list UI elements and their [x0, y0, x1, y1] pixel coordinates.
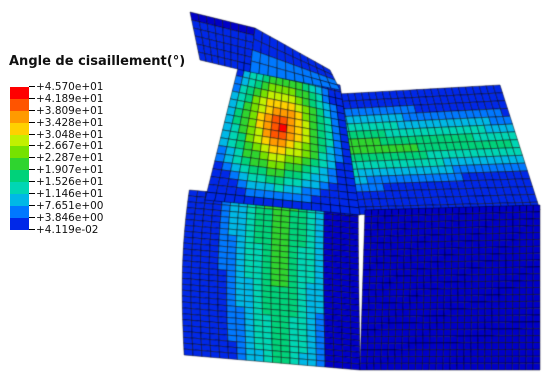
legend-swatch	[10, 98, 29, 111]
legend-label: +4.570e+01	[36, 81, 104, 93]
legend-title: Angle de cisaillement(°)	[9, 54, 186, 69]
legend-tick	[29, 228, 35, 230]
legend-swatch	[10, 110, 29, 123]
legend-tick	[29, 121, 35, 123]
legend-swatch	[10, 87, 29, 99]
legend-swatch	[10, 146, 29, 159]
legend-label: +3.048e+01	[36, 128, 104, 141]
legend-label: +2.667e+01	[36, 140, 104, 153]
legend-swatch	[10, 194, 29, 206]
legend-tick	[29, 109, 35, 111]
legend-swatch	[10, 134, 29, 147]
legend-tick	[29, 216, 35, 218]
legend-label: +3.846e+00	[36, 211, 104, 224]
legend-label: +4.119e-02	[36, 223, 99, 236]
legend-tick	[29, 97, 35, 99]
legend-tick	[29, 204, 35, 206]
legend-swatch	[10, 122, 29, 135]
legend-label: +4.189e+01	[36, 92, 104, 105]
legend-swatch	[10, 170, 29, 183]
legend-tick	[29, 193, 35, 195]
legend-tick	[29, 157, 35, 159]
legend-swatch	[10, 182, 29, 195]
legend-swatch	[10, 205, 29, 218]
legend-tick	[29, 181, 35, 183]
legend-label: +3.809e+01	[36, 104, 104, 117]
legend-label: +1.526e+01	[36, 176, 104, 189]
legend-label: +1.907e+01	[36, 164, 104, 177]
legend-tick	[29, 145, 35, 147]
legend-label: +2.287e+01	[36, 152, 104, 165]
legend-swatch	[10, 158, 29, 171]
legend-label: +3.428e+01	[36, 116, 104, 129]
legend-tick	[29, 133, 35, 135]
legend-tick	[29, 86, 35, 87]
legend-label: +1.146e+01	[36, 188, 104, 201]
legend-label: +7.651e+00	[36, 199, 104, 212]
legend-tick	[29, 169, 35, 171]
legend-swatch	[10, 217, 29, 230]
